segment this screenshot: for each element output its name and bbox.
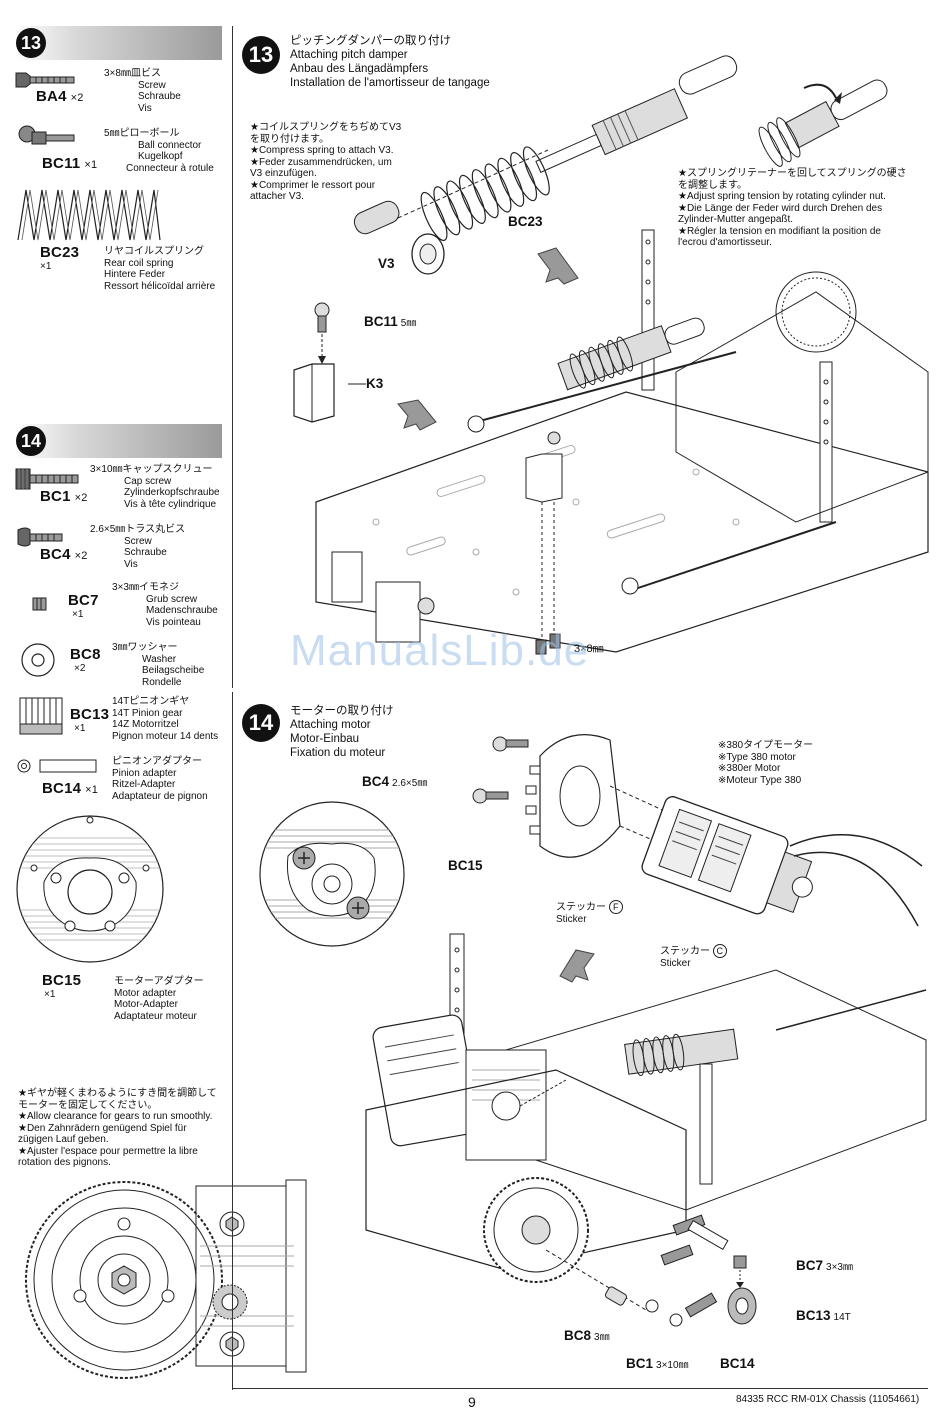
part-code-bc11: BC11×1 (42, 155, 98, 172)
part-qty-bc23: ×1 (40, 261, 52, 272)
cap-screw-icon (15, 468, 79, 490)
part-code-bc4: BC4×2 (40, 546, 88, 563)
part-desc-bc14: ピニオンアダプター Pinion adapter Ritzel-Adapter … (112, 756, 208, 802)
step13-panel-border (232, 26, 233, 688)
step14-chassis-drawing (365, 933, 927, 1327)
part-code-bc15: BC15 (42, 972, 82, 989)
part-code-bc8: BC8 (70, 646, 101, 663)
assembly-arrow-icon (537, 247, 579, 285)
part-desc-bc13: 14Tピニオンギヤ 14T Pinion gear 14Z Motorritze… (112, 696, 219, 742)
step13-chassis-drawing (315, 229, 929, 655)
part-qty-bc15: ×1 (44, 989, 56, 1000)
step14-parts-header (14, 424, 222, 458)
label-bc14: BC14 (720, 1356, 755, 1371)
step13-note-compress: ★コイルスプリングをちぢめてV3 を取り付けます。 ★Compress spri… (250, 122, 402, 202)
document-id: 84335 RCC RM-01X Chassis (11054661) (736, 1394, 920, 1405)
assembly-arrow-icon (559, 949, 595, 983)
label-k3: K3 (366, 376, 384, 391)
grub-screw-icon (32, 597, 47, 611)
step13-note-adjust: ★スプリングリテーナーを回してスプリングの硬さ を調整します。 ★Adjust … (678, 168, 907, 248)
label-v3: V3 (378, 256, 395, 271)
washer-icon (21, 643, 55, 677)
gear-clearance-note: ★ギヤが軽くまわるようにすき間を調節して モーターを固定してください。 ★All… (18, 1088, 217, 1168)
part-desc-ba4: 3×8㎜皿ビス Screw Schraube Vis (104, 68, 181, 114)
pitch-damper-drawing (353, 55, 738, 275)
part-qty-bc7: ×1 (72, 609, 84, 620)
part-desc-bc7: 3×3㎜イモネジ Grub screw Madenschraube Vis po… (112, 582, 218, 628)
step13-panel-badge: 13 (242, 36, 280, 74)
step14-title: モーターの取り付け Attaching motor Motor-Einbau F… (290, 705, 394, 759)
part-code-ba4: BA4×2 (36, 88, 84, 105)
label-screw-3x8: 3×8㎜ (574, 643, 604, 655)
pinion-gear-icon (19, 697, 63, 735)
part-desc-bc23: リヤコイルスプリング Rear coil spring Hintere Fede… (104, 246, 216, 292)
motor-exploded-drawing (472, 734, 923, 927)
part-desc-bc4: 2.6×5㎜トラス丸ビス Screw Schraube Vis (90, 524, 186, 570)
spring-adjust-detail (758, 79, 888, 167)
step13-title: ピッチングダンパーの取り付け Attaching pitch damper An… (290, 35, 490, 89)
step14-number-badge: 14 (16, 426, 46, 456)
step13-number-badge: 13 (16, 28, 46, 58)
part-desc-bc1: 3×10㎜キャップスクリュー Cap screw Zylinderkopfsch… (90, 464, 220, 510)
step14-panel-border (232, 692, 233, 1390)
part-desc-bc11: 5㎜ピローボール Ball connector Kugelkopf Connec… (104, 128, 214, 174)
part-code-bc13: BC13 (70, 706, 110, 723)
part-desc-bc8: 3㎜ワッシャー Washer Beilagscheibe Rondelle (112, 642, 205, 688)
part-qty-bc8: ×2 (74, 663, 86, 674)
part-qty-bc13: ×1 (74, 723, 86, 734)
watermark: ManualsLib.de (290, 626, 590, 675)
label-sticker-f: ステッカー F Sticker (556, 900, 623, 926)
label-bc23: BC23 (508, 214, 543, 229)
assembly-arrow-icon (397, 399, 437, 431)
truss-screw-icon (17, 527, 63, 547)
pinion-adapter-icon (17, 759, 97, 773)
label-bc15: BC15 (448, 858, 483, 873)
step14-panel-bottom (232, 1388, 928, 1389)
page-number: 9 (468, 1394, 476, 1410)
part-code-bc23: BC23 (40, 244, 80, 261)
coil-spring-icon (17, 189, 161, 241)
motor-adapter-drawing (16, 815, 164, 963)
k3-mount-drawing (293, 302, 366, 423)
step14-panel-badge: 14 (242, 704, 280, 742)
motor-type-note: ※380タイプモーター ※Type 380 motor ※380er Motor… (718, 740, 814, 786)
part-code-bc1: BC1×2 (40, 488, 88, 505)
label-sticker-c: ステッカー C Sticker (660, 944, 727, 970)
part-desc-bc15: モーターアダプター Motor adapter Motor-Adapter Ad… (114, 976, 204, 1022)
part-code-bc14: BC14×1 (42, 780, 99, 797)
gear-mesh-drawing (25, 1179, 307, 1379)
part-code-bc7: BC7 (68, 592, 99, 609)
step13-parts-header (14, 26, 222, 60)
motor-adapter-detail (259, 801, 405, 947)
screw-icon (15, 72, 75, 88)
ball-connector-icon (18, 125, 75, 145)
